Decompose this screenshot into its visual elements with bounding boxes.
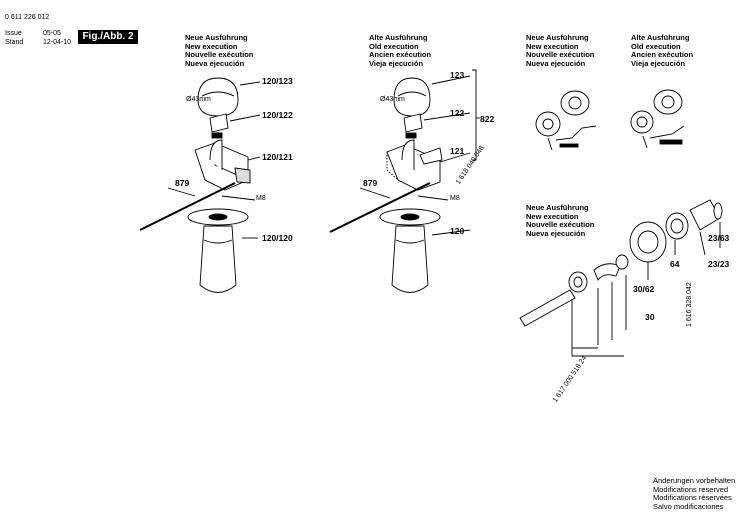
- label-diameter-left: Ø43mm: [186, 96, 211, 103]
- label-121: 121: [450, 146, 465, 156]
- label-822: 822: [480, 114, 495, 124]
- label-part-1616328042: 1 616 328 042: [686, 282, 693, 327]
- label-diameter-middle: Ø43mm: [380, 96, 405, 103]
- figure-label: Fig./Abb. 2: [78, 30, 138, 44]
- label-120: 120: [450, 226, 465, 236]
- label-120-123: 120/123: [262, 76, 293, 86]
- label-879-middle: 879: [363, 178, 378, 188]
- label-120-122: 120/122: [262, 110, 293, 120]
- doc-number: 0 611 226 012: [5, 14, 50, 21]
- bearing-sets: [535, 89, 685, 151]
- middle-assembly: [329, 69, 480, 293]
- label-30-62: 30/62: [633, 284, 655, 294]
- label-23-63: 23/63: [708, 233, 730, 243]
- issue-label: Issue: [5, 30, 22, 37]
- gear-assembly: [519, 199, 723, 357]
- stand-label: Stand: [5, 39, 24, 46]
- label-23-23: 23/23: [708, 259, 730, 269]
- label-m8-left: M8: [256, 195, 266, 202]
- stand-value: 12-04-10: [43, 39, 72, 46]
- label-879-left: 879: [175, 178, 190, 188]
- label-m8-middle: M8: [450, 195, 460, 202]
- label-64: 64: [670, 259, 680, 269]
- label-122: 122: [450, 108, 465, 118]
- label-123: 123: [450, 70, 465, 80]
- label-30: 30: [645, 312, 655, 322]
- label-120-120: 120/120: [262, 233, 293, 243]
- label-120-121: 120/121: [262, 152, 293, 162]
- left-assembly: [139, 77, 261, 293]
- issue-value: 05-05: [43, 30, 61, 37]
